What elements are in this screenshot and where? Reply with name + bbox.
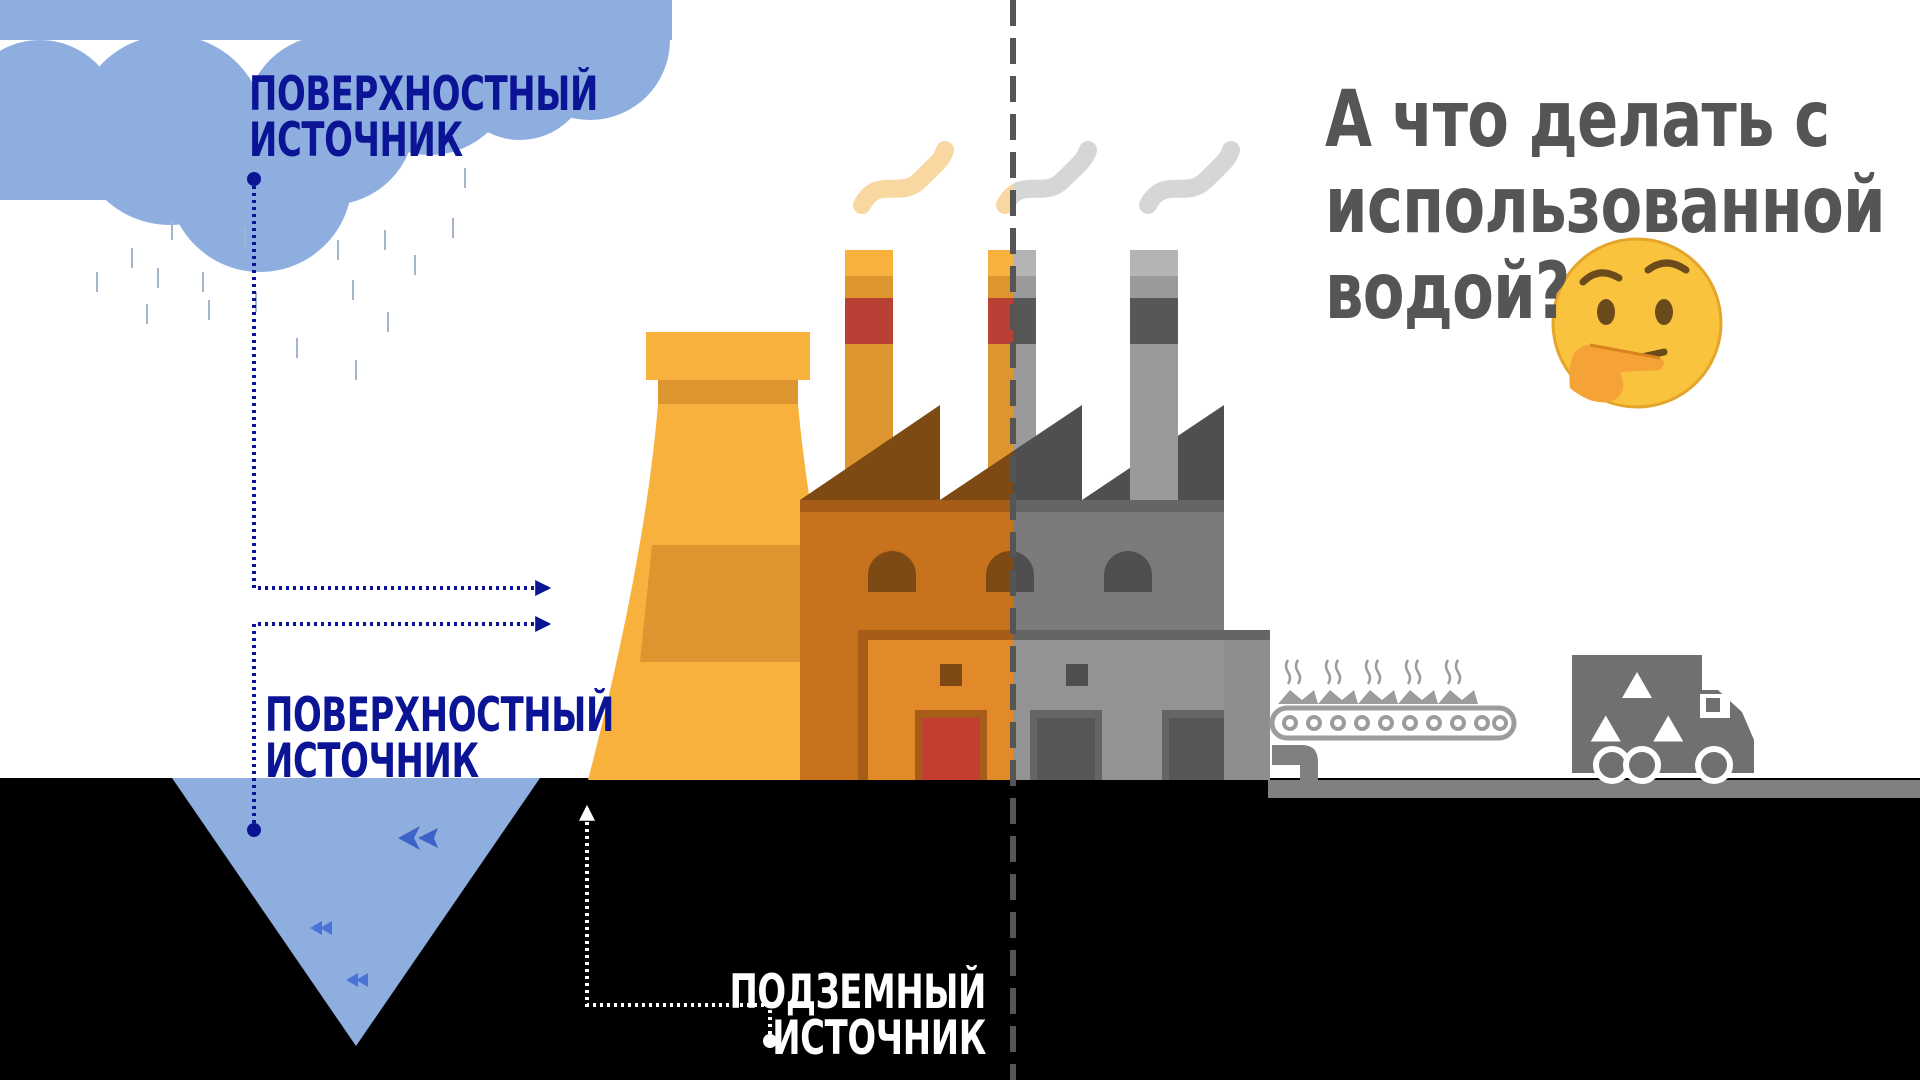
surface-source-label-river: Поверхностный источник xyxy=(265,688,614,790)
fish-icon xyxy=(398,826,438,850)
surface-source-label-top: Поверхностный источник xyxy=(249,67,598,169)
headline: А что делать с использованной водой? xyxy=(1325,75,1886,337)
headline-line-1: А что делать с xyxy=(1325,75,1830,165)
conveyor-belt-icon xyxy=(1268,659,1920,798)
headline-line-3: водой? xyxy=(1325,246,1570,337)
river xyxy=(172,778,540,1046)
thinking-face-icon xyxy=(1551,237,1723,409)
surface-source-label-river-line-2: источник xyxy=(265,734,479,790)
rain xyxy=(96,168,466,380)
underground-source-label-line-2: источник xyxy=(772,1011,986,1067)
headline-line-2: использованной xyxy=(1325,160,1886,251)
surface-source-label-top-line-2: источник xyxy=(249,113,463,169)
fish-icon xyxy=(310,921,332,935)
fish-icon xyxy=(346,973,368,987)
factory-grey-annex xyxy=(1224,640,1270,780)
surface-source-label-river-line-1: Поверхностный xyxy=(265,688,614,743)
cloud xyxy=(0,0,672,272)
underground-source-label: Подземный источник xyxy=(698,965,986,1067)
surface-source-label-top-line-1: Поверхностный xyxy=(249,67,598,122)
flow-lines xyxy=(247,172,777,1048)
recycling-truck-icon xyxy=(1572,655,1754,784)
underground-source-label-line-1: Подземный xyxy=(729,965,986,1020)
